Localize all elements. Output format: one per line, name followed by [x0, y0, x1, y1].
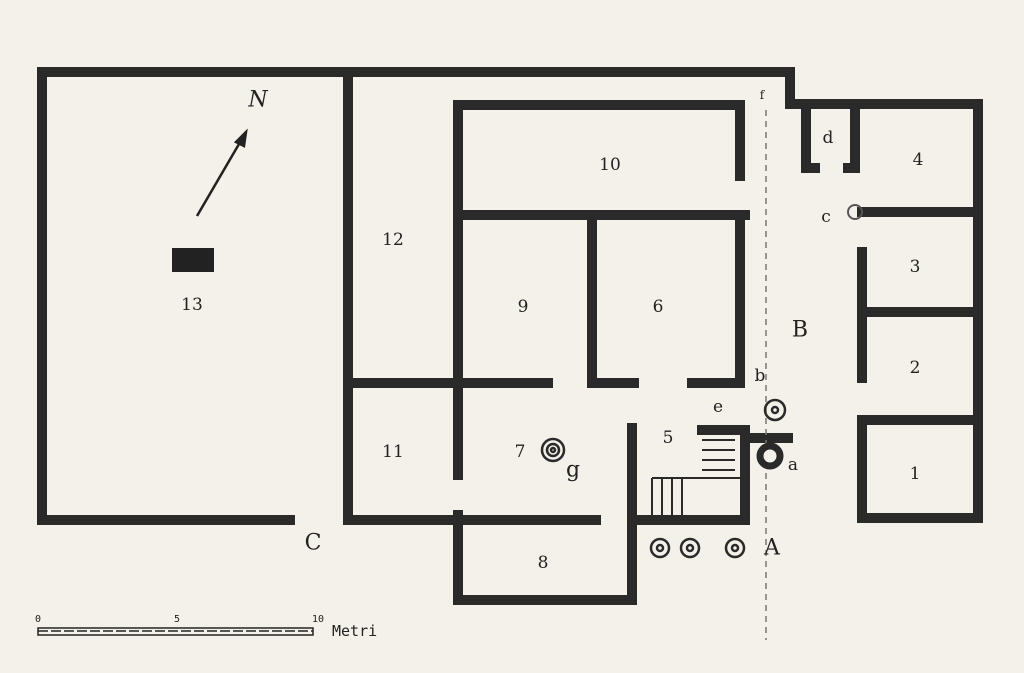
scale-tick-5: 5 [174, 614, 181, 625]
circles [540, 398, 787, 559]
point-b: b [754, 366, 766, 386]
point-A: A [764, 535, 780, 561]
wall [687, 210, 745, 388]
room-7: 7 [514, 442, 526, 462]
altar-block [172, 248, 214, 272]
room-3: 3 [909, 257, 921, 277]
scale-bar [37, 627, 314, 636]
room-11: 11 [382, 442, 404, 462]
fountain-a [756, 442, 784, 470]
room-8: 8 [537, 553, 549, 573]
wall [801, 100, 820, 173]
point-d: d [822, 128, 834, 148]
point-B: B [791, 317, 809, 343]
room-9: 9 [517, 297, 529, 317]
wall [587, 210, 639, 388]
room-2: 2 [909, 358, 921, 378]
point-c: c [821, 207, 831, 227]
north-arrow-icon [195, 128, 248, 217]
scale-tick-10: 10 [312, 614, 325, 625]
stairs [651, 439, 740, 518]
wall [627, 425, 750, 525]
room-13: 13 [181, 295, 203, 315]
outer-wall [37, 67, 983, 525]
room-10: 10 [599, 155, 621, 175]
room-4: 4 [912, 150, 924, 170]
scale-unit: Metri [332, 622, 378, 640]
wall [453, 423, 637, 605]
room-5: 5 [662, 428, 674, 448]
north-label: N [248, 87, 268, 113]
point-C: C [304, 530, 322, 556]
wall [843, 100, 860, 173]
scale-tick-0: 0 [35, 614, 42, 625]
point-f: f [759, 88, 765, 102]
room-1: 1 [909, 464, 921, 484]
point-e: e [712, 397, 724, 417]
point-g: g [565, 457, 581, 483]
walls [37, 67, 983, 605]
room-12: 12 [382, 230, 404, 250]
point-a: a [787, 455, 799, 475]
column-c [847, 204, 863, 220]
wall [453, 100, 745, 480]
room-6: 6 [652, 297, 664, 317]
